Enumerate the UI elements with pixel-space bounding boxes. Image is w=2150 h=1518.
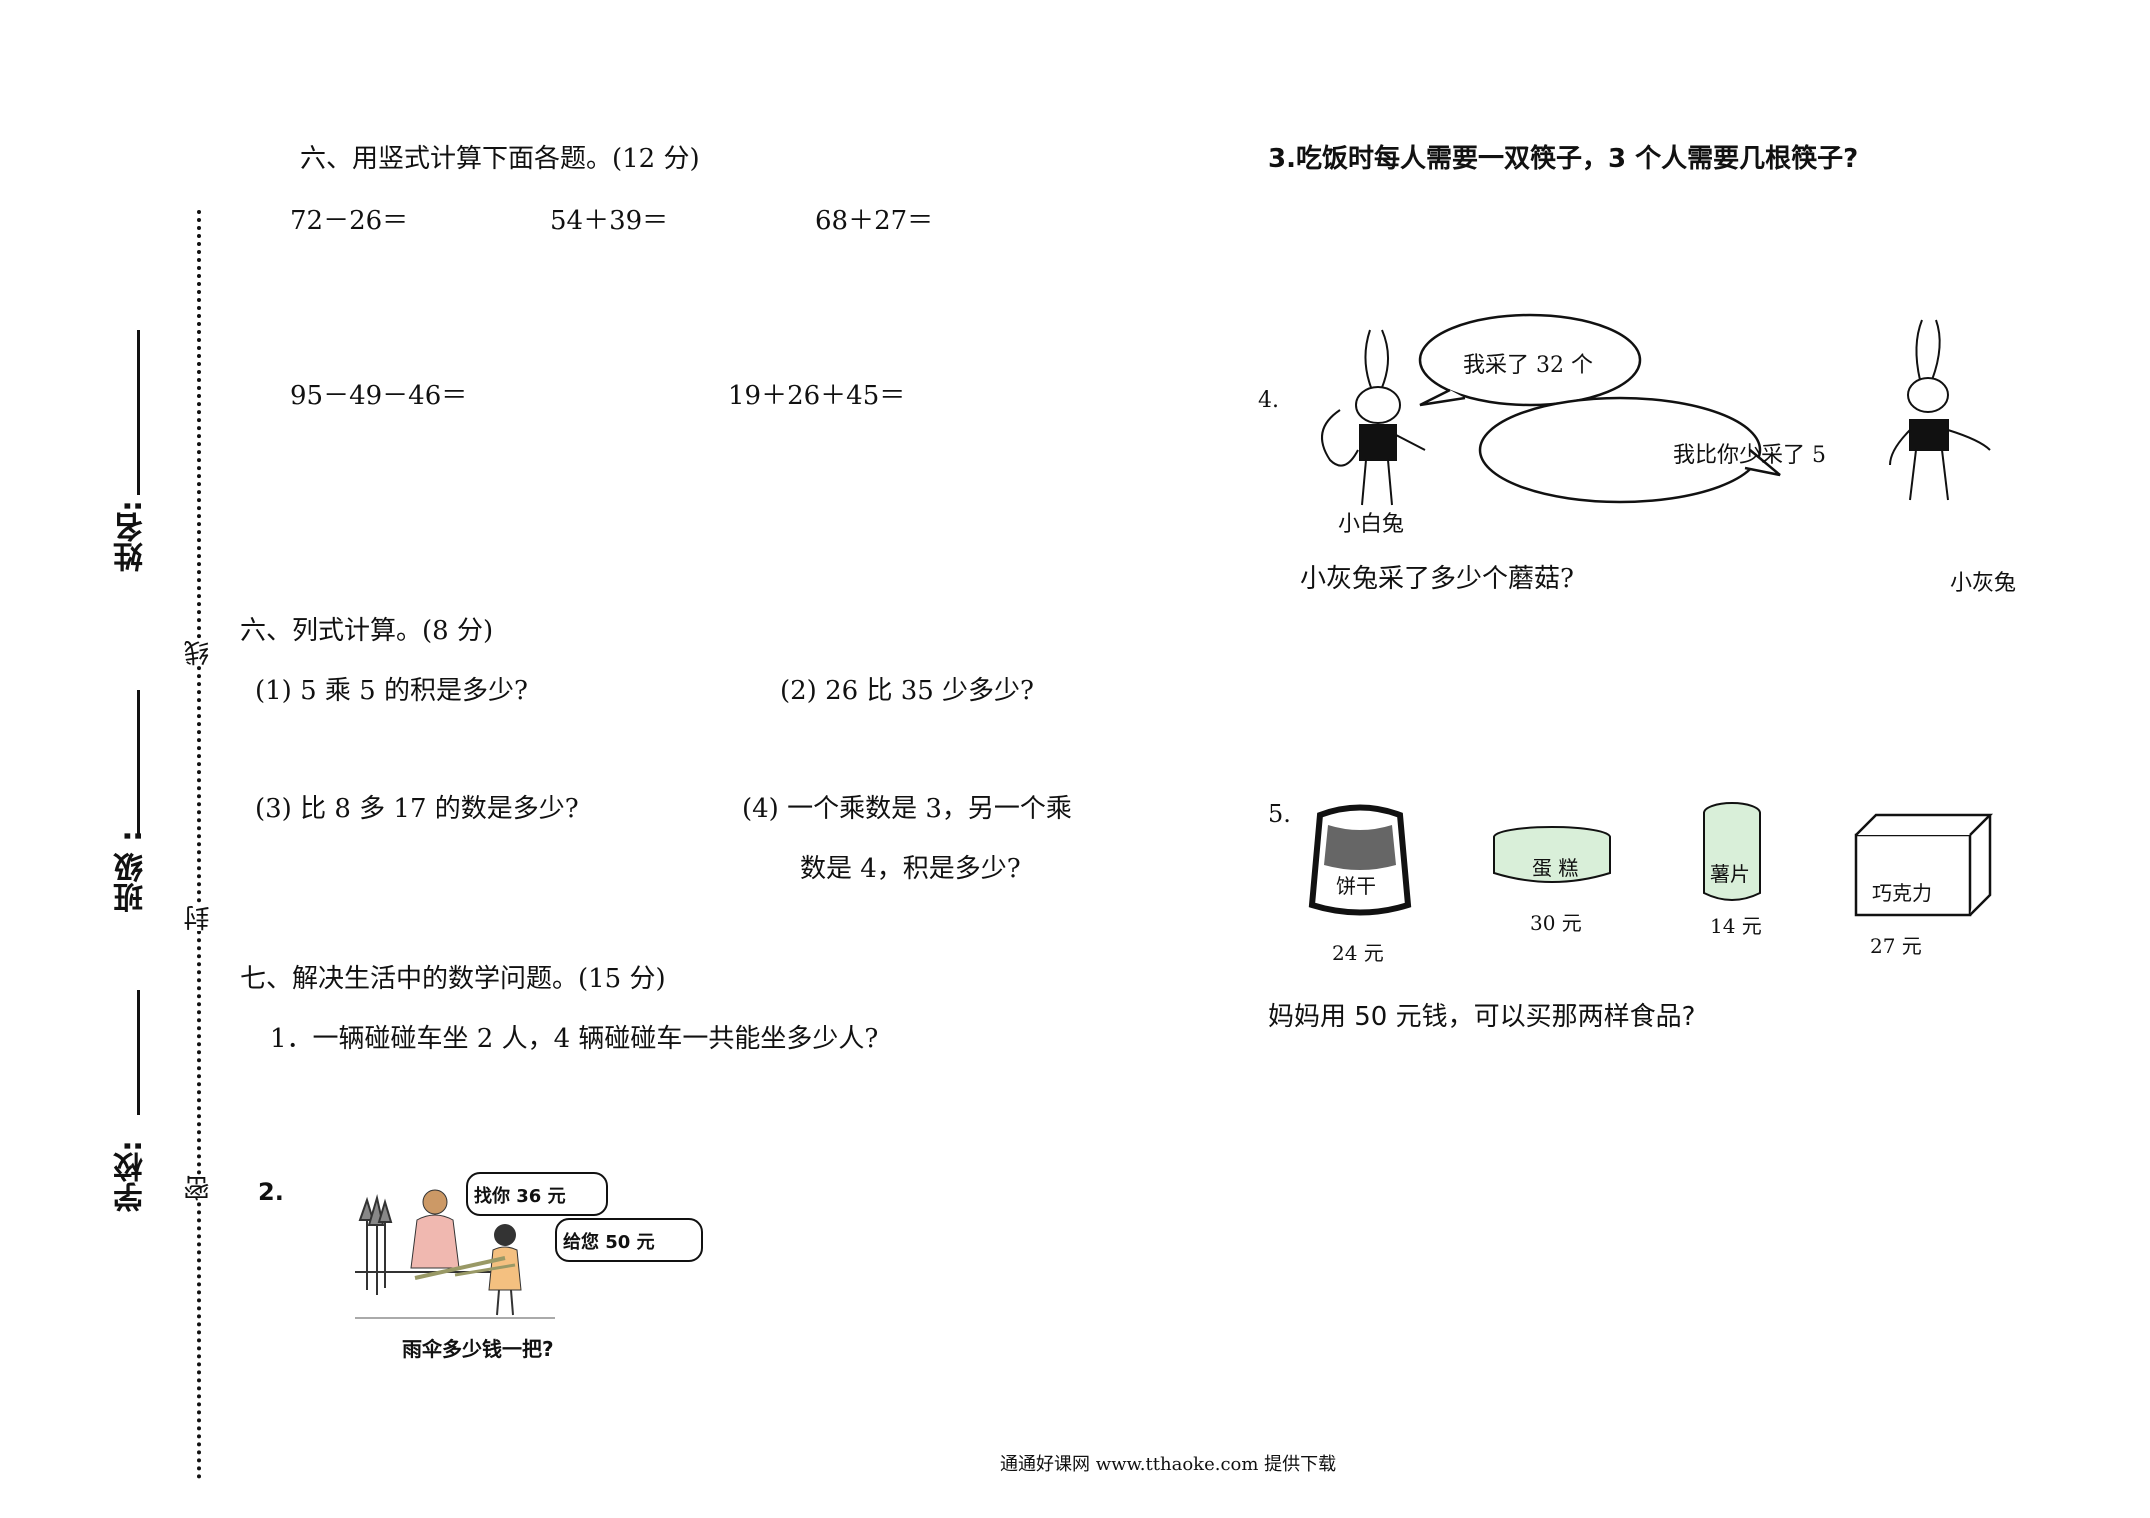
bubble-text: 我比你少采了 5 xyxy=(1673,443,1826,468)
footer-credit: 通通好课网 www.tthaoke.com 提供下载 xyxy=(1000,1454,1337,1475)
school-label: 学校: xyxy=(114,1140,149,1212)
character-label: 小白兔 xyxy=(1338,512,1405,537)
question: (3) 比 8 多 17 的数是多少? xyxy=(255,794,579,824)
question-number: 5. xyxy=(1268,800,1291,828)
food-item-name: 饼干 xyxy=(1336,874,1376,898)
name-label: 姓名: xyxy=(114,500,149,572)
section-title: 七、解决生活中的数学问题。(15 分) xyxy=(240,964,666,994)
section-title: 六、用竖式计算下面各题。(12 分) xyxy=(300,144,700,174)
question: 数是 4，积是多少? xyxy=(800,854,1021,884)
class-underline xyxy=(137,690,140,835)
food-item-price: 24 元 xyxy=(1332,941,1384,965)
food-item-name: 蛋 糕 xyxy=(1532,856,1579,880)
seal-line-char: 线 xyxy=(180,640,217,666)
speech-bubble: 给您 50 元 xyxy=(555,1218,703,1262)
question: 小灰兔采了多少个蘑菇? xyxy=(1300,564,1574,594)
bubble-text: 给您 50 元 xyxy=(563,1232,655,1253)
school-underline xyxy=(137,990,140,1115)
seal-secret-char: 密 xyxy=(180,1175,217,1201)
question: 1．一辆碰碰车坐 2 人，4 辆碰碰车一共能坐多少人? xyxy=(270,1024,879,1054)
food-item-price: 27 元 xyxy=(1870,934,1922,958)
food-item-price: 14 元 xyxy=(1710,914,1762,938)
speech-bubble: 找你 36 元 xyxy=(466,1172,608,1216)
rabbits-illustration xyxy=(1321,313,1991,506)
food-item-price: 30 元 xyxy=(1530,911,1582,935)
character-label: 小灰兔 xyxy=(1950,571,2017,596)
calc-problem: 54＋39＝ xyxy=(550,206,669,236)
food-item-name: 巧克力 xyxy=(1872,881,1932,905)
question: 妈妈用 50 元钱，可以买那两样食品? xyxy=(1268,1002,1696,1032)
question: (1) 5 乘 5 的积是多少? xyxy=(255,676,528,706)
calc-problem: 95－49－46＝ xyxy=(290,381,468,411)
food-item-name: 薯片 xyxy=(1710,862,1750,886)
bubble-text: 我采了 32 个 xyxy=(1463,353,1593,378)
question-number: 4. xyxy=(1258,388,1279,413)
section-title: 六、列式计算。(8 分) xyxy=(240,616,494,646)
calc-problem: 72－26＝ xyxy=(290,206,409,236)
question: 3.吃饭时每人需要一双筷子，3 个人需要几根筷子? xyxy=(1268,144,1859,174)
food-items-illustration xyxy=(1308,802,1994,917)
seal-dotted-line xyxy=(197,210,201,1480)
calc-problem: 19＋26＋45＝ xyxy=(728,381,906,411)
name-underline xyxy=(137,330,140,495)
question: (2) 26 比 35 少多少? xyxy=(780,676,1034,706)
question: (4) 一个乘数是 3，另一个乘 xyxy=(742,794,1072,824)
question-number: 2. xyxy=(258,1178,284,1206)
umbrella-shop-illustration xyxy=(355,1189,555,1319)
bubble-text: 找你 36 元 xyxy=(474,1186,566,1207)
seal-seal-char: 封 xyxy=(180,905,217,931)
question: 雨伞多少钱一把? xyxy=(402,1337,554,1361)
class-label: 班级 : xyxy=(114,830,149,913)
calc-problem: 68＋27＝ xyxy=(815,206,934,236)
